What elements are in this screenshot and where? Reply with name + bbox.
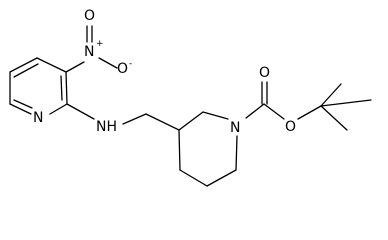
carbamate-bonds <box>245 81 372 131</box>
charge-nitro-plus: + <box>96 39 104 49</box>
bond-ring-3-double <box>60 75 63 101</box>
nitro-group-bonds <box>65 25 118 73</box>
charge-nitro-minus: - <box>129 59 132 69</box>
bond-amine-methylene <box>122 113 147 125</box>
bond-pip-4 <box>206 169 237 187</box>
pyridine-ring-bonds <box>9 57 68 115</box>
bond-pip-2 <box>202 111 229 120</box>
bond-ester-tbutyl <box>297 105 322 120</box>
atom-piperidine-nitrogen: N <box>230 120 240 136</box>
bond-n-carbonyl <box>245 103 265 119</box>
bond-tbutyl-methyl-2 <box>320 105 348 131</box>
bond-ring-1 <box>9 57 38 73</box>
bond-tbutyl-methyl-3 <box>320 99 372 107</box>
bond-ring-amine <box>66 103 95 120</box>
bond-pip-3 <box>235 135 238 171</box>
atom-nitro-oxygen-right: O <box>117 61 128 77</box>
bond-nitro-oxygen-right <box>98 57 118 69</box>
bond-ring-5-double <box>13 99 33 109</box>
bond-methylene-ring <box>145 113 180 131</box>
bond-pip-5 <box>179 169 208 187</box>
bond-ring-4 <box>49 103 68 115</box>
linker-bonds <box>66 103 180 131</box>
atom-pyridine-nitrogen: N <box>33 110 43 126</box>
atom-nitro-oxygen-top: O <box>84 8 95 24</box>
bond-ring-1-double <box>13 63 39 78</box>
atom-ester-oxygen: O <box>285 119 296 135</box>
bond-ring-nitro <box>65 61 85 73</box>
bond-tbutyl-methyl-1 <box>320 83 342 107</box>
bond-ring-2 <box>36 57 67 73</box>
bond-pip-6 <box>178 129 181 171</box>
bond-pip-1 <box>178 111 204 131</box>
atom-amine-group: NH <box>96 119 117 135</box>
atom-carbonyl-oxygen: O <box>259 65 270 81</box>
piperidine-ring-bonds <box>178 111 238 187</box>
bond-ring-5 <box>9 103 32 115</box>
bond-ring-3 <box>65 71 68 105</box>
chemical-structure: N + O O - N NH N O O <box>9 8 372 187</box>
atom-nitro-nitrogen: N <box>84 44 94 60</box>
bond-carbonyl-ester <box>263 103 285 120</box>
